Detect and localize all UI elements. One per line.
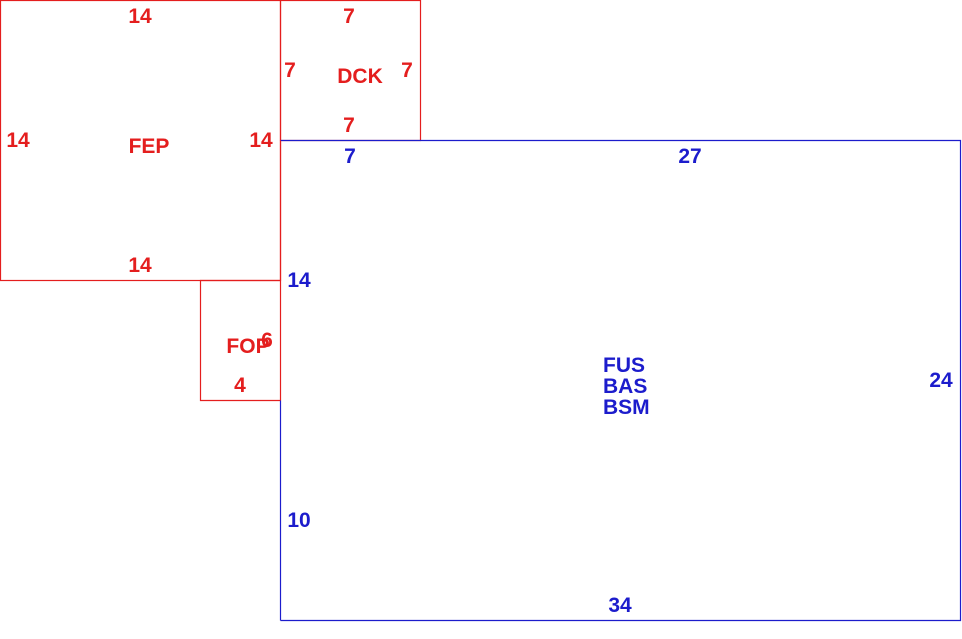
fep-dim-left: 14 — [6, 129, 30, 152]
dck-room: DCK 7 7 7 7 — [279, 0, 422, 142]
main-dim-left-lower: 10 — [287, 509, 310, 532]
fep-dim-right: 14 — [249, 129, 273, 152]
fop-dim-bottom: 4 — [234, 374, 246, 397]
dck-dim-left: 7 — [284, 59, 296, 82]
main-outline — [280, 139, 962, 622]
dck-dim-right: 7 — [401, 59, 413, 82]
main-dim-bottom: 34 — [608, 594, 632, 617]
fop-dim-right: 6 — [261, 329, 273, 352]
main-dim-right: 24 — [929, 369, 953, 392]
main-code-2: BAS — [603, 375, 647, 398]
main-building: FUS BAS BSM 7 27 14 10 24 34 — [279, 139, 962, 622]
dck-dim-top: 7 — [343, 5, 355, 28]
dck-dim-bottom: 7 — [343, 114, 355, 137]
fop-code: FOP — [226, 335, 269, 358]
main-code-3: BSM — [603, 396, 650, 419]
main-code-1: FUS — [603, 354, 645, 377]
fep-room: FEP 14 14 14 14 — [0, 0, 282, 282]
fop-room: FOP 6 4 — [199, 279, 281, 402]
fep-dim-top: 14 — [128, 5, 152, 28]
fep-code: FEP — [129, 135, 170, 158]
fop-outline — [199, 279, 281, 402]
fep-dim-bottom: 14 — [128, 254, 152, 277]
main-dim-top: 27 — [678, 145, 701, 168]
main-dim-top-left: 7 — [344, 145, 356, 168]
dck-code: DCK — [337, 65, 383, 88]
main-dim-left-upper: 14 — [287, 269, 311, 292]
